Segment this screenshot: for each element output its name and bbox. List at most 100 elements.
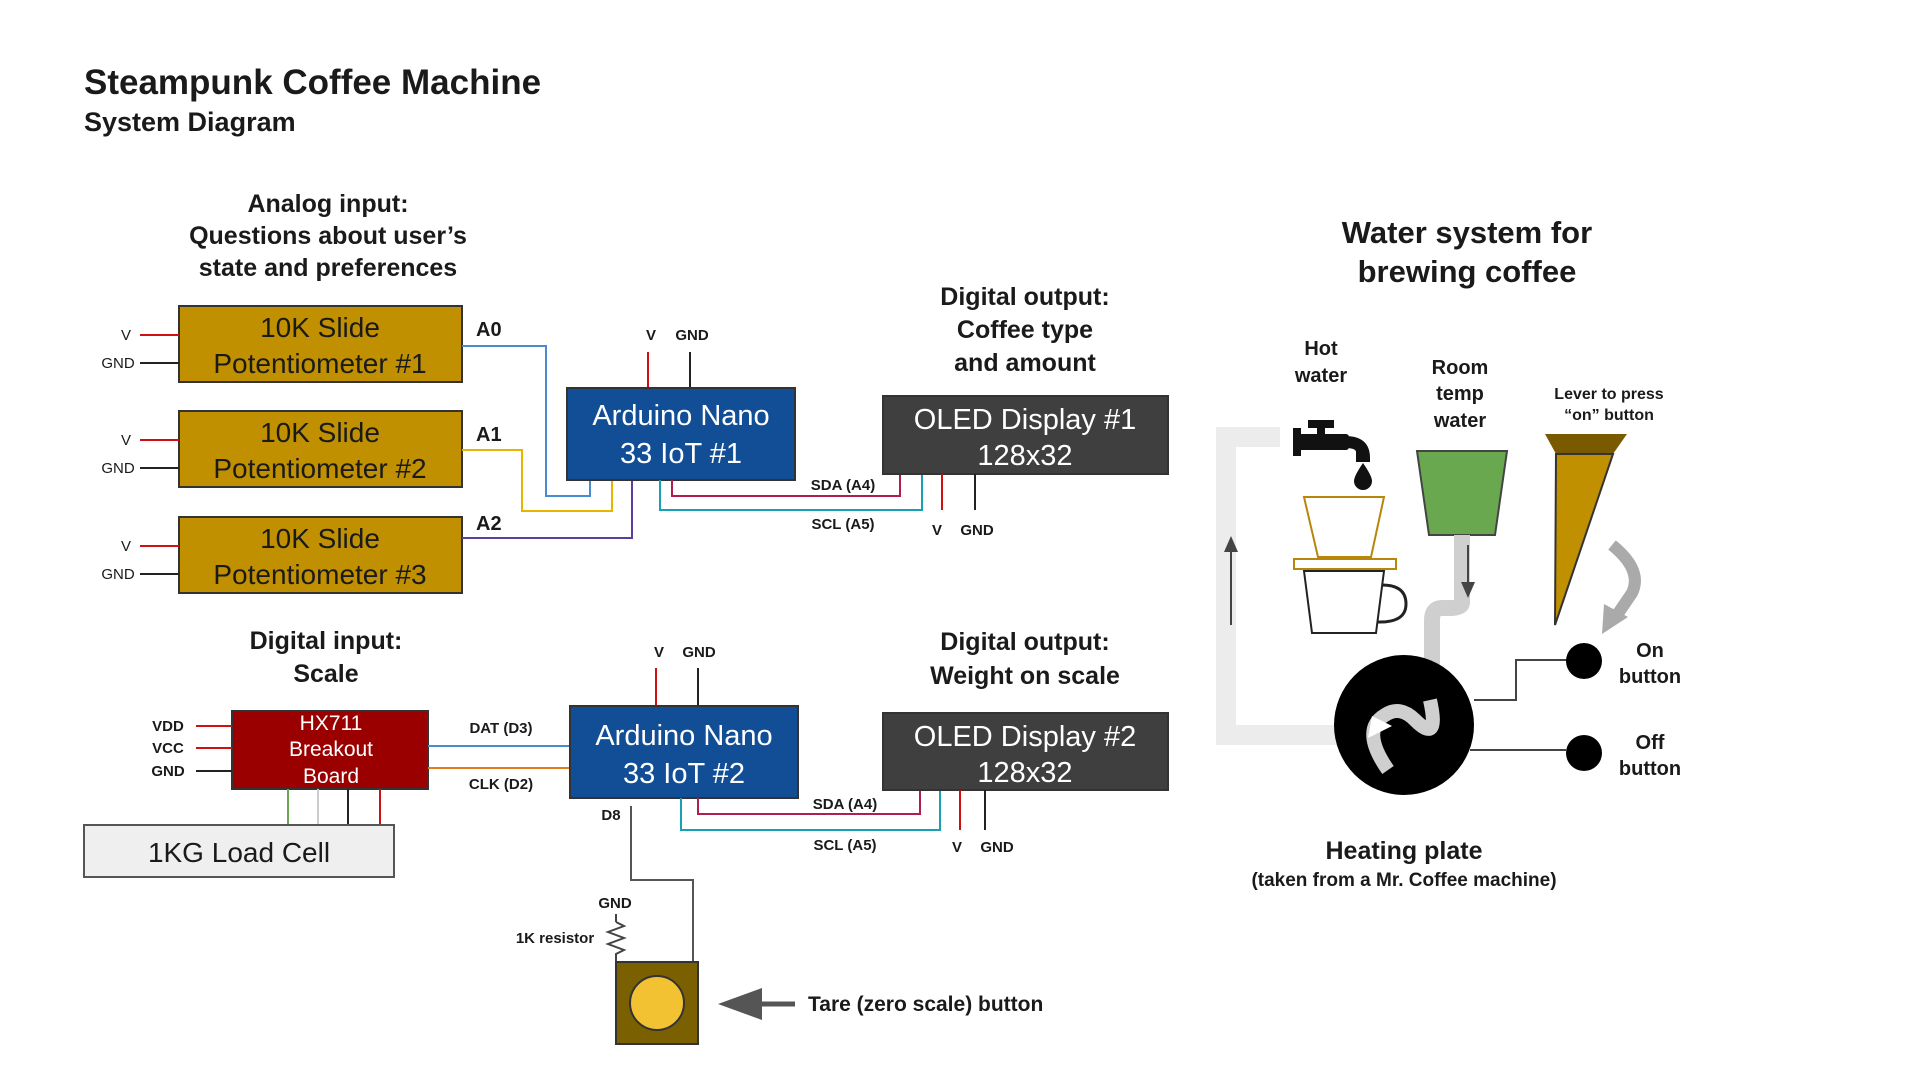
tare-gnd-label: GND (598, 895, 632, 912)
pot1-gnd-label: GND (101, 355, 135, 372)
hot-water-line-2: water (1294, 365, 1347, 387)
hx711-gnd-label: GND (151, 763, 185, 780)
wire-a2 (462, 480, 633, 539)
on-button[interactable] (1566, 643, 1602, 679)
load-cell: 1KG Load Cell (83, 824, 395, 878)
wire-a1 (462, 449, 613, 512)
output2-heading-line-2: Weight on scale (930, 662, 1120, 690)
clk-label: CLK (D2) (469, 776, 533, 793)
analog-heading-line-2: Questions about user’s (189, 222, 467, 250)
oled2-gnd-label: GND (980, 839, 1014, 856)
pot3-label-line1: 10K Slide (260, 523, 380, 554)
water-heading-line-1: Water system for (1342, 215, 1592, 250)
hot-water-pipe (1216, 427, 1357, 745)
room-temp-line-1: Room (1432, 357, 1489, 379)
d8-label: D8 (601, 807, 620, 824)
sda-label-2: SDA (A4) (813, 796, 877, 813)
hot-water-line-1: Hot (1304, 338, 1338, 360)
water-heading-line-2: brewing coffee (1358, 254, 1577, 289)
pot3-label-line2: Potentiometer #3 (213, 559, 426, 590)
lever-push-arrow-icon (1602, 604, 1628, 634)
page-title: Steampunk Coffee Machine (84, 63, 541, 102)
dat-label: DAT (D3) (469, 720, 532, 737)
output2-heading-line-1: Digital output: (940, 628, 1109, 656)
off-button-line-1: Off (1636, 732, 1665, 754)
hx711-vdd-label: VDD (152, 718, 184, 735)
tare-button[interactable] (629, 975, 685, 1031)
input-heading-line-2: Scale (293, 660, 358, 688)
potentiometer-1: 10K Slide Potentiometer #1 V GND A0 (101, 305, 502, 383)
heating-plate-note: (taken from a Mr. Coffee machine) (1251, 870, 1556, 891)
input-heading-line-1: Digital input: (250, 627, 403, 655)
flow-up-arrow-icon (1224, 536, 1238, 552)
heating-plate-label: Heating plate (1326, 837, 1483, 865)
off-button[interactable] (1566, 735, 1602, 771)
sda-label-1: SDA (A4) (811, 477, 875, 494)
wire-on-button (1474, 659, 1568, 701)
arduino-nano-1: V GND Arduino Nano 33 IoT #1 (566, 327, 796, 481)
arduino1-label-line2: 33 IoT #1 (620, 438, 742, 470)
heating-plate (1334, 655, 1474, 795)
tare-circuit: GND 1K resistor Tare (zero scale) button (516, 806, 1043, 1045)
pin-a2-label: A2 (476, 513, 502, 535)
flow-down-arrow-icon (1461, 582, 1475, 598)
pot3-v-label: V (121, 538, 131, 555)
potentiometer-2: 10K Slide Potentiometer #2 V GND A1 (101, 410, 502, 488)
oled1-gnd-label: GND (960, 522, 994, 539)
hot-water-label: Hot water (1294, 338, 1347, 387)
output1-heading-line-2: Coffee type (957, 316, 1093, 344)
pot1-label-line1: 10K Slide (260, 312, 380, 343)
arduino1-gnd-label: GND (675, 327, 709, 344)
page-subtitle: System Diagram (84, 107, 296, 137)
hx711-label-line1: HX711 (300, 712, 363, 735)
arduino-nano-2: V GND Arduino Nano 33 IoT #2 D8 (569, 644, 799, 824)
on-button-line-2: button (1619, 666, 1681, 688)
lever-line-1: Lever to press (1554, 386, 1663, 403)
digital-output-1-heading: Digital output: Coffee type and amount (940, 283, 1109, 377)
arduino2-gnd-label: GND (682, 644, 716, 661)
arduino2-label-line2: 33 IoT #2 (623, 758, 745, 790)
scl-label-2: SCL (A5) (813, 837, 876, 854)
wire-a0 (462, 345, 591, 497)
room-temp-line-3: water (1433, 410, 1486, 432)
pin-a1-label: A1 (476, 424, 502, 446)
digital-input-heading: Digital input: Scale (250, 627, 403, 688)
wire-sda-1 (671, 474, 901, 497)
potentiometer-3: 10K Slide Potentiometer #3 V GND A2 (101, 513, 502, 594)
pot1-v-label: V (121, 327, 131, 344)
scl-label-1: SCL (A5) (811, 516, 874, 533)
pot1-label-line2: Potentiometer #1 (213, 348, 426, 379)
on-button-line-1: On (1636, 640, 1664, 662)
hx711-label-line2: Breakout (289, 738, 373, 761)
oled2-v-label: V (952, 839, 962, 856)
lever-label: Lever to press “on” button (1554, 386, 1663, 424)
water-system-heading: Water system for brewing coffee (1342, 215, 1592, 289)
resistor-symbol (605, 921, 627, 962)
arduino2-label-line1: Arduino Nano (595, 720, 772, 752)
pot2-label-line2: Potentiometer #2 (213, 453, 426, 484)
wire-sda-2 (697, 790, 921, 815)
pot2-label-line1: 10K Slide (260, 417, 380, 448)
analog-heading-line-1: Analog input: (247, 190, 408, 218)
oled1-label-line1: OLED Display #1 (914, 404, 1136, 436)
arduino2-v-label: V (654, 644, 664, 661)
hx711-vcc-label: VCC (152, 740, 184, 757)
hx711-board: HX711 Breakout Board VDD VCC GND (151, 710, 429, 825)
off-button-label: Off button (1619, 732, 1681, 780)
pot2-v-label: V (121, 432, 131, 449)
digital-output-2-heading: Digital output: Weight on scale (930, 628, 1120, 690)
arduino1-v-label: V (646, 327, 656, 344)
water-funnel-icon (1415, 450, 1509, 536)
off-button-line-2: button (1619, 758, 1681, 780)
resistor-label: 1K resistor (516, 930, 595, 947)
tare-arrow-icon (718, 988, 762, 1020)
output1-heading-line-1: Digital output: (940, 283, 1109, 311)
load-cell-label: 1KG Load Cell (148, 837, 330, 868)
analog-input-heading: Analog input: Questions about user’s sta… (189, 190, 467, 282)
lever-icon (1545, 434, 1641, 634)
room-temp-line-2: temp (1436, 383, 1484, 405)
on-button-label: On button (1619, 640, 1681, 688)
output1-heading-line-3: and amount (954, 349, 1096, 377)
coffee-cup-icon (1293, 496, 1408, 634)
